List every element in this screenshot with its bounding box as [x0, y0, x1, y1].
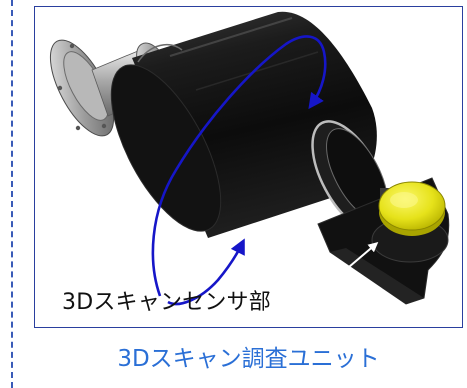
rotation-arrow-icon	[151, 35, 327, 306]
dashed-guide-line	[11, 0, 13, 388]
scanner-cylinder-body	[110, 11, 377, 238]
pointer-arrow-icon	[335, 242, 379, 279]
yellow-scan-sensor	[378, 181, 446, 236]
figure-caption: 3Dスキャン調査ユニット	[117, 346, 380, 372]
mounting-flange	[49, 39, 115, 137]
sensor-callout-label: 3Dスキャンセンサ部	[62, 290, 271, 315]
